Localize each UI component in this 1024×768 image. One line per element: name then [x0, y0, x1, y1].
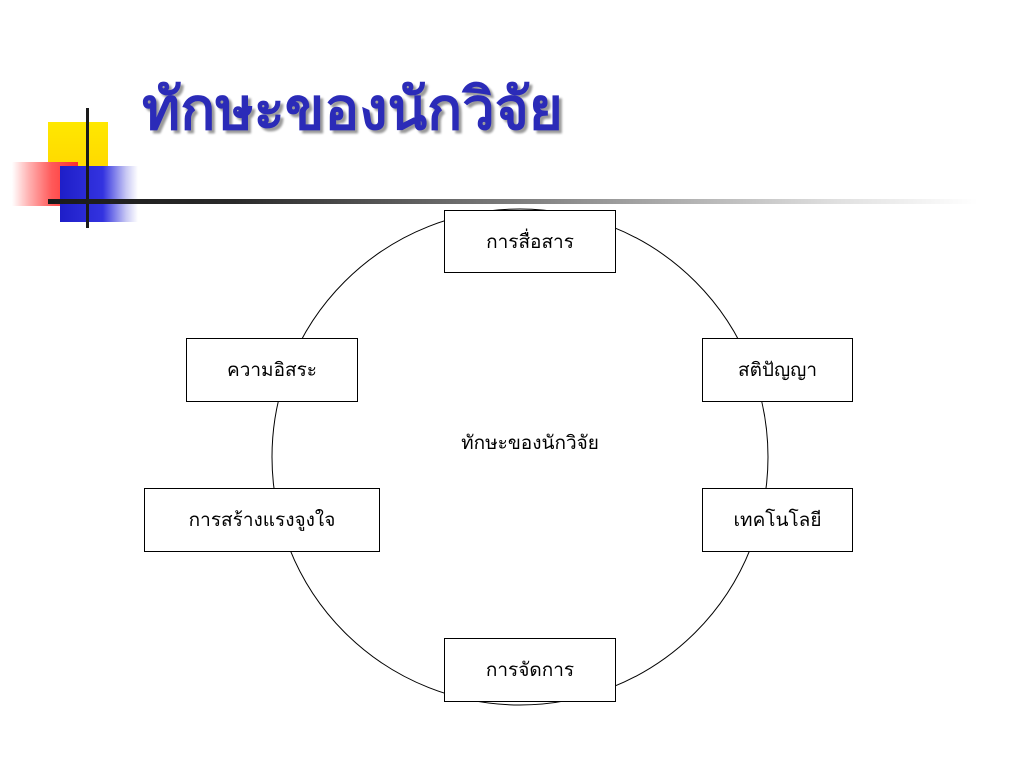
- node-communication[interactable]: การสื่อสาร: [444, 210, 616, 273]
- decor-vertical-line: [86, 108, 89, 228]
- slide-title: ทักษะของนักวิจัย: [142, 75, 563, 143]
- node-management[interactable]: การจัดการ: [444, 638, 616, 702]
- node-technology[interactable]: เทคโนโลยี: [702, 488, 853, 552]
- node-motivation[interactable]: การสร้างแรงจูงใจ: [144, 488, 380, 552]
- decor-blue-square: [60, 166, 138, 222]
- cycle-circle: [271, 208, 769, 706]
- node-intelligence[interactable]: สติปัญญา: [702, 338, 853, 402]
- node-independence[interactable]: ความอิสระ: [186, 338, 358, 402]
- center-label: ทักษะของนักวิจัย: [461, 432, 599, 454]
- title-underline: [48, 199, 978, 204]
